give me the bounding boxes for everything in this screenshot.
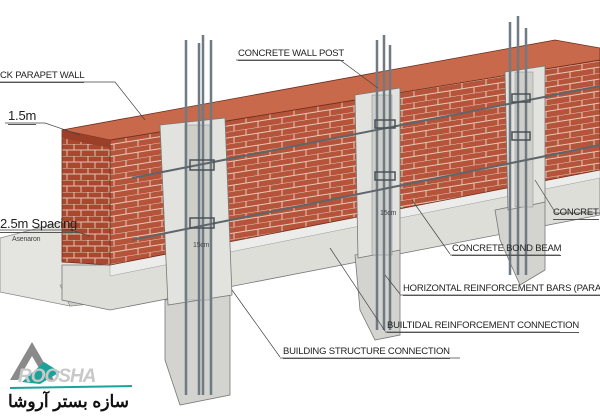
label-concrete-right: CONCRET: [553, 207, 599, 220]
logo-name: ROOSHA: [18, 366, 96, 387]
post-leg-1: [164, 289, 231, 406]
label-parapet-wall: CK PARAPET WALL: [0, 70, 85, 83]
roosha-logo-mark: [9, 342, 133, 389]
label-horizontal-bars: HORIZONTAL REINFORCEMENT BARS (PARAPET): [403, 283, 600, 296]
label-structure-connection: BUILDING STRUCTURE CONNECTION: [283, 346, 450, 359]
label-spacing: 2.5m Spacing: [0, 216, 78, 233]
label-height: 1.5m: [8, 108, 37, 125]
label-post-dimension-1: 15cm: [193, 242, 210, 249]
label-post-dimension-2: 15cm: [380, 210, 397, 217]
logo-persian-text: سازه بستر آروشا: [8, 392, 129, 411]
label-spacing-sub: Asenaron: [12, 236, 41, 243]
label-concrete-bond-beam: CONCRETE BOND BEAM: [452, 243, 562, 256]
label-concrete-wall-post: CONCRETE WALL POST: [238, 48, 345, 61]
label-reinforcement-connection: BUILTIDAL REINFORCEMENT CONNECTION: [387, 320, 580, 333]
